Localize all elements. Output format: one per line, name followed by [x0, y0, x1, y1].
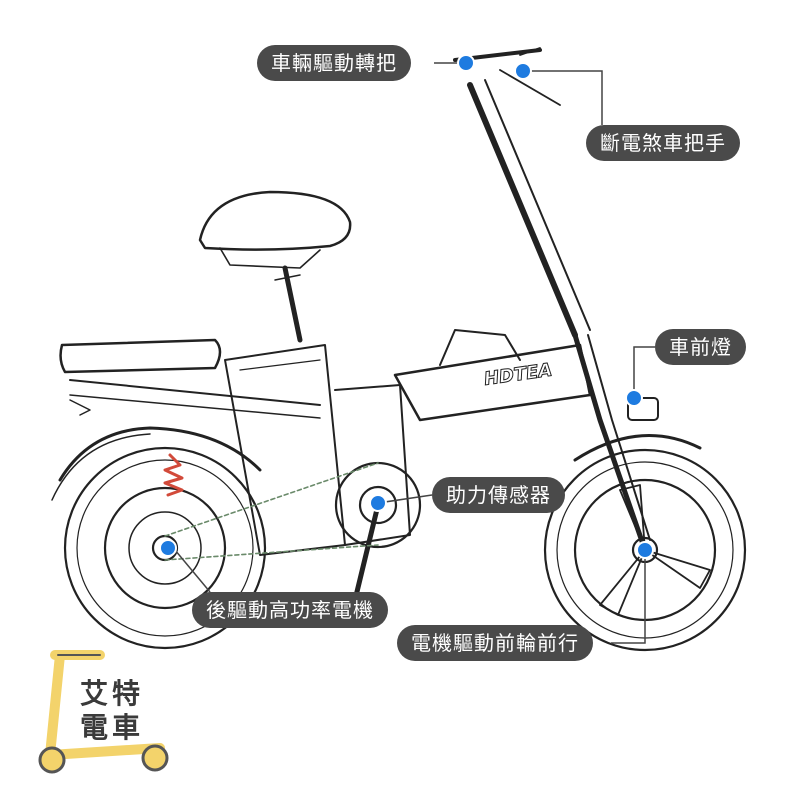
- marker-sensor: [369, 494, 387, 512]
- label-headlight: 車前燈: [655, 329, 746, 365]
- connector-sensor: [377, 494, 433, 504]
- battery-box: [224, 344, 411, 556]
- connector-motor: [174, 549, 211, 593]
- connector-light: [633, 346, 655, 398]
- label-drive-throttle: 車輛驅動轉把: [257, 45, 411, 81]
- connector-front: [611, 550, 646, 644]
- marker-motor: [159, 539, 177, 557]
- label-brake-lever: 斷電煞車把手: [586, 125, 740, 161]
- front-fork: [467, 79, 651, 553]
- main-frame: [393, 329, 592, 422]
- chain: [164, 544, 379, 561]
- chain: [164, 462, 379, 537]
- label-front-drive: 電機驅動前輪前行: [397, 625, 593, 661]
- rear-shock: [163, 453, 184, 497]
- logo-scooter: [38, 650, 169, 774]
- marker-handle: [457, 54, 475, 72]
- label-assist-sensor: 助力傳感器: [432, 477, 565, 513]
- marker-light: [625, 389, 643, 407]
- marker-brake: [514, 62, 532, 80]
- marker-front: [636, 541, 654, 559]
- label-rear-motor: 後驅動高功率電機: [192, 592, 388, 628]
- logo-char-3: 電: [80, 711, 109, 744]
- logo-char-2: 特: [112, 677, 141, 710]
- rear-wheel: [51, 426, 267, 650]
- logo-char-4: 車: [112, 711, 141, 744]
- rear-rack: [59, 338, 321, 419]
- logo-char-1: 艾: [80, 677, 109, 710]
- connector-brake: [523, 70, 603, 125]
- bike-brand: HDTEA: [483, 360, 554, 390]
- seat: [198, 190, 352, 343]
